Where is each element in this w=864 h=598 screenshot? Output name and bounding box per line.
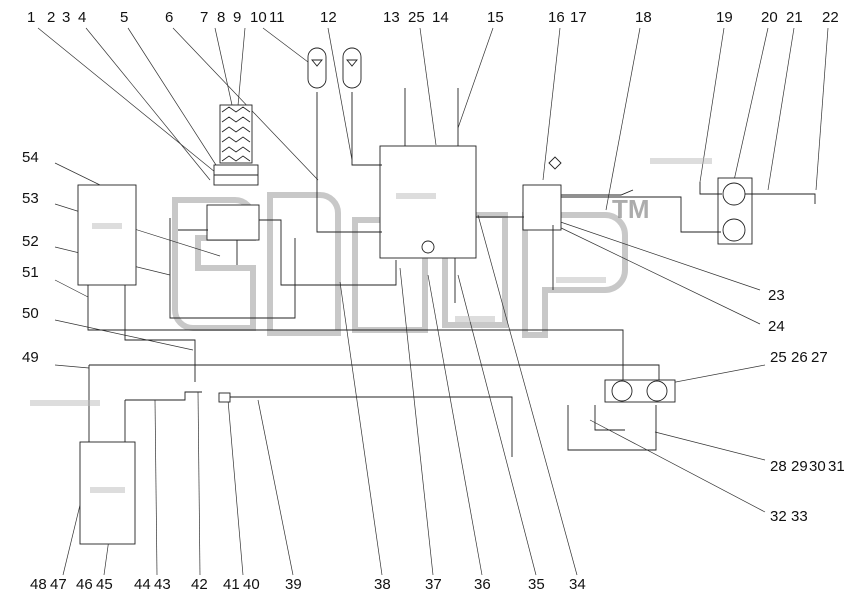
callout-2: 2: [47, 9, 55, 26]
callout-10: 10: [250, 9, 267, 26]
callout-27: 27: [811, 349, 828, 366]
callout-25-top: 25: [408, 9, 425, 26]
callout-6: 6: [165, 9, 173, 26]
main-valve-block: [379, 145, 477, 259]
callout-35: 35: [528, 576, 545, 593]
callout-8: 8: [217, 9, 225, 26]
callout-34: 34: [569, 576, 586, 593]
callout-46: 46: [76, 576, 93, 593]
callout-54: 54: [22, 149, 39, 166]
callout-17: 17: [570, 9, 587, 26]
callout-5: 5: [120, 9, 128, 26]
callout-28: 28: [770, 458, 787, 475]
callout-25-right: 25: [770, 349, 787, 366]
callout-21: 21: [786, 9, 803, 26]
callout-14: 14: [432, 9, 449, 26]
callout-41: 41: [223, 576, 240, 593]
callout-31: 31: [828, 458, 845, 475]
callout-37: 37: [425, 576, 442, 593]
callout-49: 49: [22, 349, 39, 366]
accumulators: [307, 47, 362, 89]
callout-20: 20: [761, 9, 778, 26]
callout-40: 40: [243, 576, 260, 593]
callout-33: 33: [791, 508, 808, 525]
callout-45: 45: [96, 576, 113, 593]
callout-3: 3: [62, 9, 70, 26]
callout-11: 11: [269, 9, 285, 26]
hydraulic-lines: [87, 88, 816, 457]
valve-block-16: [522, 184, 562, 231]
leader-lines: [37, 27, 829, 576]
small-labels: [30, 158, 712, 493]
tank-54: [77, 184, 137, 286]
filter-41: [218, 392, 231, 403]
callout-1: 1: [27, 9, 35, 26]
callout-18: 18: [635, 9, 652, 26]
left-callouts: 54 53 52 51 50 49: [22, 149, 39, 366]
callout-12: 12: [320, 9, 337, 26]
callout-52: 52: [22, 233, 39, 250]
callout-53: 53: [22, 190, 39, 207]
callout-43: 43: [154, 576, 171, 593]
callout-4: 4: [78, 9, 86, 26]
callout-15: 15: [487, 9, 504, 26]
top-callouts: 1 2 3 4 5 6 7 8 9 10 11 12 13 25 14 15 1…: [27, 9, 839, 26]
callout-32: 32: [770, 508, 787, 525]
callout-39: 39: [285, 576, 302, 593]
callout-51: 51: [22, 264, 39, 281]
callout-26: 26: [791, 349, 808, 366]
callout-44: 44: [134, 576, 151, 593]
callout-48: 48: [30, 576, 47, 593]
callout-29: 29: [791, 458, 808, 475]
callout-30: 30: [809, 458, 826, 475]
callout-22: 22: [822, 9, 839, 26]
callout-38: 38: [374, 576, 391, 593]
callout-47: 47: [50, 576, 67, 593]
callout-16: 16: [548, 9, 565, 26]
callout-7: 7: [200, 9, 208, 26]
tread-assembly: [213, 104, 259, 186]
pumps-motors: [421, 156, 746, 402]
callout-36: 36: [474, 576, 491, 593]
watermark-trademark: TM: [612, 194, 650, 224]
callout-13: 13: [383, 9, 400, 26]
callout-19: 19: [716, 9, 733, 26]
right-callouts: 23 24 25 26 27 28 29 30 31 32 33: [768, 287, 845, 525]
callout-24: 24: [768, 318, 785, 335]
valve-subassembly: [206, 204, 260, 241]
bottom-callouts: 48 47 46 45 44 43 42 41 40 39 38 37 36 3…: [30, 576, 586, 593]
component-boxes: [77, 145, 753, 545]
callout-23: 23: [768, 287, 785, 304]
callout-42: 42: [191, 576, 208, 593]
callout-50: 50: [22, 305, 39, 322]
callout-9: 9: [233, 9, 241, 26]
